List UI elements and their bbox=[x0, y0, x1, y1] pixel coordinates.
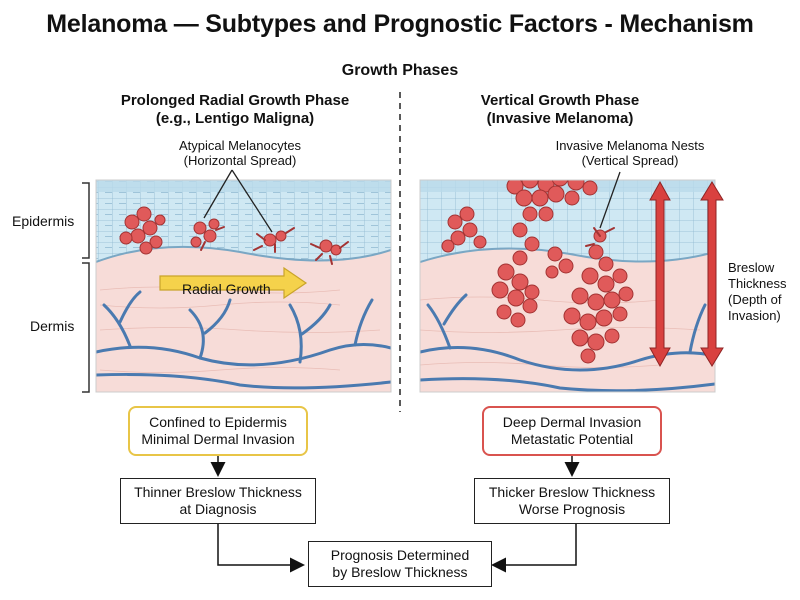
right-phase-title-line2: (Invasive Melanoma) bbox=[486, 110, 634, 127]
right-outcome-box: Deep Dermal Invasion Metastatic Potentia… bbox=[482, 406, 662, 456]
thicker-breslow-line1: Thicker Breslow Thickness bbox=[488, 484, 656, 500]
left-label-pointers bbox=[203, 169, 273, 233]
right-epidermis bbox=[420, 180, 715, 262]
breslow-label-line2: Thickness bbox=[728, 276, 787, 291]
dermis-label: Dermis bbox=[30, 318, 75, 334]
prognosis-line1: Prognosis Determined bbox=[330, 547, 470, 563]
prognosis-box: Prognosis Determined by Breslow Thicknes… bbox=[308, 541, 492, 587]
left-epidermis bbox=[96, 180, 391, 262]
page-title: Melanoma — Subtypes and Prognostic Facto… bbox=[46, 10, 754, 38]
prognosis-line2: by Breslow Thickness bbox=[332, 564, 468, 580]
thinner-breslow-line1: Thinner Breslow Thickness bbox=[134, 484, 302, 500]
left-cells-label: Atypical Melanocytes (Horizontal Spread) bbox=[140, 138, 340, 168]
left-dendrites bbox=[200, 226, 349, 265]
epidermis-label: Epidermis bbox=[12, 213, 75, 229]
breslow-arrow-outer bbox=[700, 181, 724, 367]
thinner-breslow-box: Thinner Breslow Thickness at Diagnosis bbox=[120, 478, 316, 524]
thinner-breslow-line2: at Diagnosis bbox=[179, 501, 257, 517]
right-phase-title-line1: Vertical Growth Phase bbox=[480, 92, 640, 109]
left-outcome-line1: Confined to Epidermis bbox=[149, 414, 287, 430]
left-phase-title: Prolonged Radial Growth Phase (e.g., Len… bbox=[90, 92, 380, 128]
left-outcome-box: Confined to Epidermis Minimal Dermal Inv… bbox=[128, 406, 308, 456]
right-outcome-line1: Deep Dermal Invasion bbox=[502, 414, 642, 430]
right-skin-panel bbox=[419, 179, 716, 393]
right-phase-title: Vertical Growth Phase (Invasive Melanoma… bbox=[430, 92, 690, 128]
thicker-breslow-line2: Worse Prognosis bbox=[518, 501, 626, 517]
section-subtitle: Growth Phases bbox=[341, 62, 459, 79]
right-outcome-line2: Metastatic Potential bbox=[510, 431, 634, 447]
radial-growth-arrow bbox=[159, 266, 308, 300]
breslow-label-line4: Invasion) bbox=[728, 308, 781, 323]
left-cells-label-line1: Atypical Melanocytes bbox=[178, 138, 302, 153]
breslow-label-line3: (Depth of bbox=[728, 292, 782, 307]
breslow-label-line1: Breslow bbox=[728, 260, 775, 275]
left-outcome-line2: Minimal Dermal Invasion bbox=[141, 431, 295, 447]
right-cells-label-line2: (Vertical Spread) bbox=[581, 153, 679, 168]
dermis-bracket bbox=[82, 262, 90, 393]
thicker-breslow-box: Thicker Breslow Thickness Worse Prognosi… bbox=[474, 478, 670, 524]
right-label-pointer bbox=[599, 171, 621, 229]
epidermis-bracket bbox=[82, 182, 90, 259]
right-cells-label-line1: Invasive Melanoma Nests bbox=[555, 138, 705, 153]
left-blood-vessels bbox=[96, 290, 391, 390]
breslow-arrow-inner bbox=[649, 180, 671, 368]
right-dendrites bbox=[585, 227, 615, 247]
left-phase-title-line1: Prolonged Radial Growth Phase bbox=[120, 92, 350, 109]
radial-growth-label: Radial Growth bbox=[182, 281, 271, 297]
right-cells-label: Invasive Melanoma Nests (Vertical Spread… bbox=[530, 138, 730, 168]
flow-connectors bbox=[210, 456, 580, 573]
left-skin-panel bbox=[95, 179, 392, 393]
left-phase-title-line2: (e.g., Lentigo Maligna) bbox=[155, 110, 315, 127]
breslow-label: Breslow Thickness (Depth of Invasion) bbox=[728, 260, 798, 324]
breslow-thickness-arrows bbox=[649, 180, 724, 368]
left-cells-label-line2: (Horizontal Spread) bbox=[183, 153, 297, 168]
invasive-melanoma-nests bbox=[441, 180, 634, 364]
left-atypical-melanocytes bbox=[119, 206, 342, 256]
right-blood-vessels bbox=[420, 293, 715, 392]
